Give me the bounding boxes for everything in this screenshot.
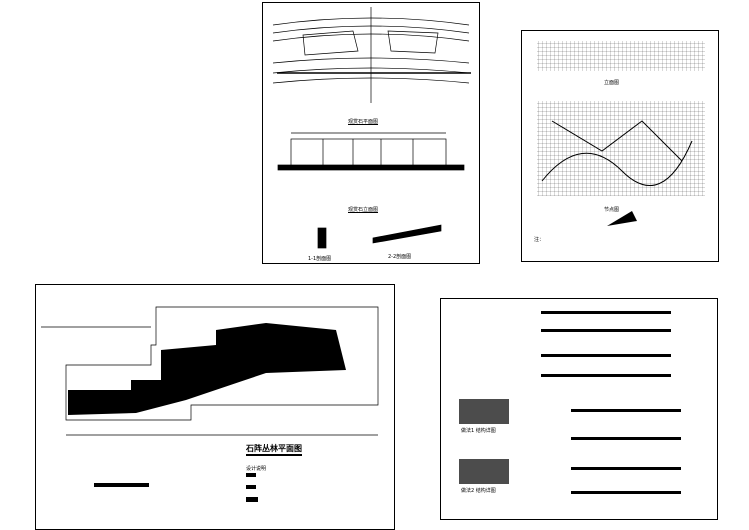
detail-1-title: 做法1 结构详图 [461,428,496,434]
drawing-elevations [459,311,681,494]
drawing-grid [537,41,705,226]
plan-title: 石阵丛林平面图 [246,443,302,456]
section-1-title: 1-1剖面图 [308,256,332,262]
sheet-elevations-details: 做法1 结构详图 做法2 结构详图 [440,298,718,520]
sheet-stone-plan-elevation: 观赏石平面图 观赏石立面图 1-1剖面图 2-2剖面图 [262,2,480,264]
grid-note: 注： [534,237,545,243]
design-notes-heading: 设计说明 [246,466,267,472]
grid-title-1: 立面图 [604,80,620,86]
drawing-stone-forest-plan [41,306,379,502]
sheet-stone-forest-plan: 石阵丛林平面图 设计说明 [35,284,395,530]
detail-2-title: 做法2 结构详图 [461,488,496,494]
plan-title: 观赏石平面图 [348,119,379,125]
grid-title-2: 节点图 [604,207,620,213]
drawing-stone-plan [272,7,471,249]
section-2-title: 2-2剖面图 [388,254,412,260]
sheet-grid-elevation: 立面图 节点图 注： [521,30,719,262]
elevation-title: 观赏石立面图 [348,207,379,213]
